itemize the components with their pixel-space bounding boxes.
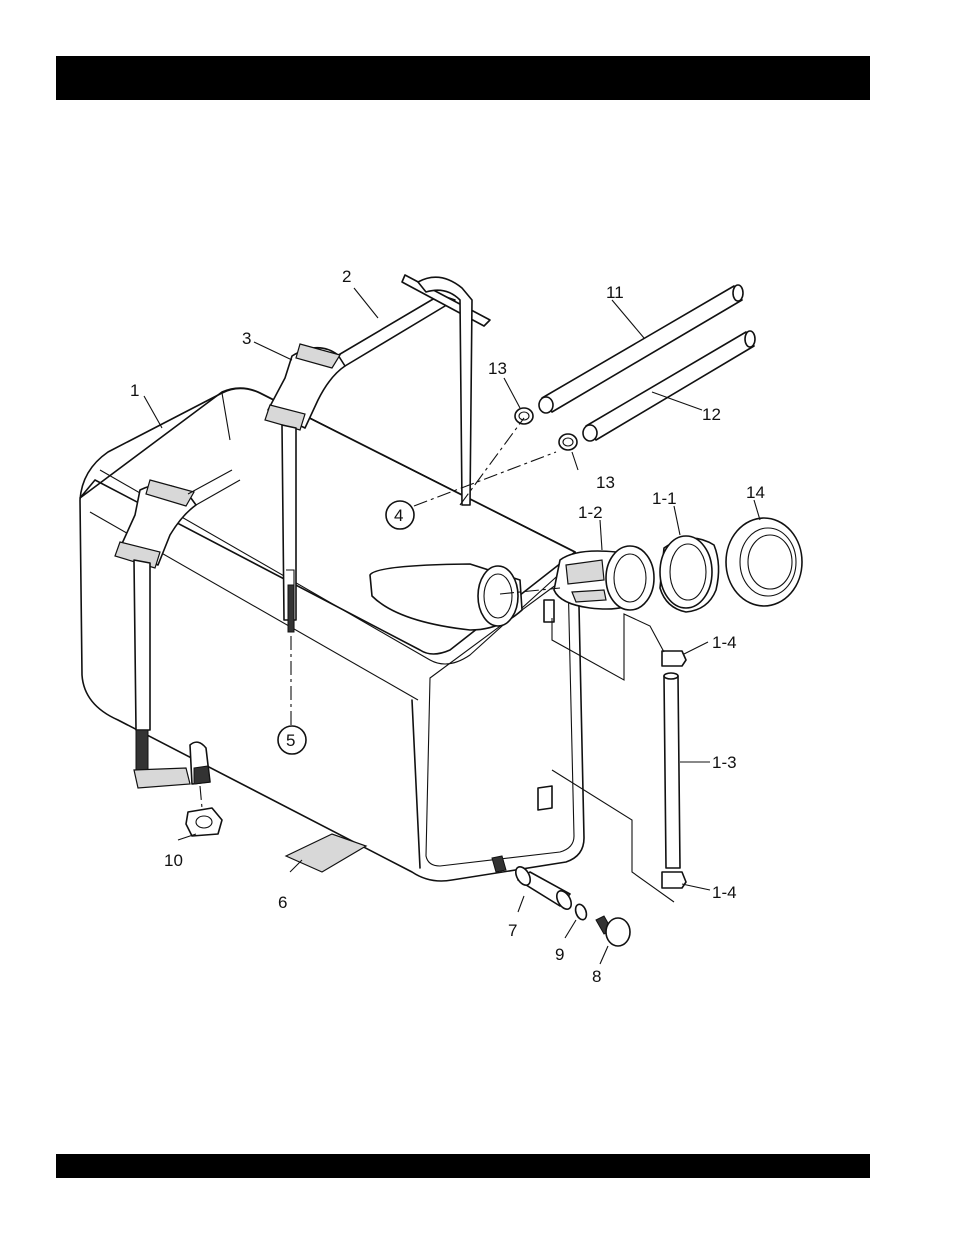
strap-foot-pad bbox=[134, 768, 190, 788]
label-part-1-2: 1-2 bbox=[578, 503, 603, 522]
hose-clamp-upper bbox=[515, 408, 533, 424]
label-part-1-4-lower: 1-4 bbox=[712, 883, 737, 902]
drain-plug bbox=[596, 916, 630, 946]
label-part-1: 1 bbox=[130, 381, 139, 400]
drain-elbow bbox=[190, 742, 210, 784]
label-part-11: 11 bbox=[606, 283, 624, 302]
label-part-5: 5 bbox=[286, 731, 295, 750]
cap-gasket bbox=[726, 518, 802, 606]
label-part-3: 3 bbox=[242, 329, 251, 348]
label-part-1-4-upper: 1-4 bbox=[712, 633, 737, 652]
fuel-supply-hose bbox=[583, 331, 755, 441]
fuel-cap bbox=[660, 536, 719, 612]
label-part-6: 6 bbox=[278, 893, 287, 912]
label-part-2: 2 bbox=[342, 267, 351, 286]
o-ring bbox=[574, 903, 589, 921]
label-part-10: 10 bbox=[164, 851, 183, 870]
fuel-line bbox=[664, 673, 680, 868]
label-part-1-3: 1-3 bbox=[712, 753, 737, 772]
drain-nut bbox=[186, 808, 222, 836]
label-part-9: 9 bbox=[555, 945, 564, 964]
footer-bar bbox=[56, 1154, 870, 1178]
label-part-14: 14 bbox=[746, 483, 765, 502]
label-part-1-1: 1-1 bbox=[652, 489, 677, 508]
label-part-13-lower: 13 bbox=[596, 473, 615, 492]
label-part-8: 8 bbox=[592, 967, 601, 986]
drain-bushing bbox=[513, 864, 574, 911]
fuel-tank bbox=[80, 388, 584, 881]
tank-cushion-pad bbox=[286, 834, 366, 872]
label-part-4: 4 bbox=[394, 506, 403, 525]
hose-clamp-lower bbox=[559, 434, 577, 450]
line-clamp-upper bbox=[662, 651, 686, 666]
tank-fittings bbox=[492, 600, 554, 872]
label-part-13-upper: 13 bbox=[488, 359, 507, 378]
label-part-12: 12 bbox=[702, 405, 721, 424]
label-part-7: 7 bbox=[508, 921, 517, 940]
line-clamp-lower bbox=[662, 872, 686, 888]
fuel-strainer bbox=[554, 546, 654, 610]
